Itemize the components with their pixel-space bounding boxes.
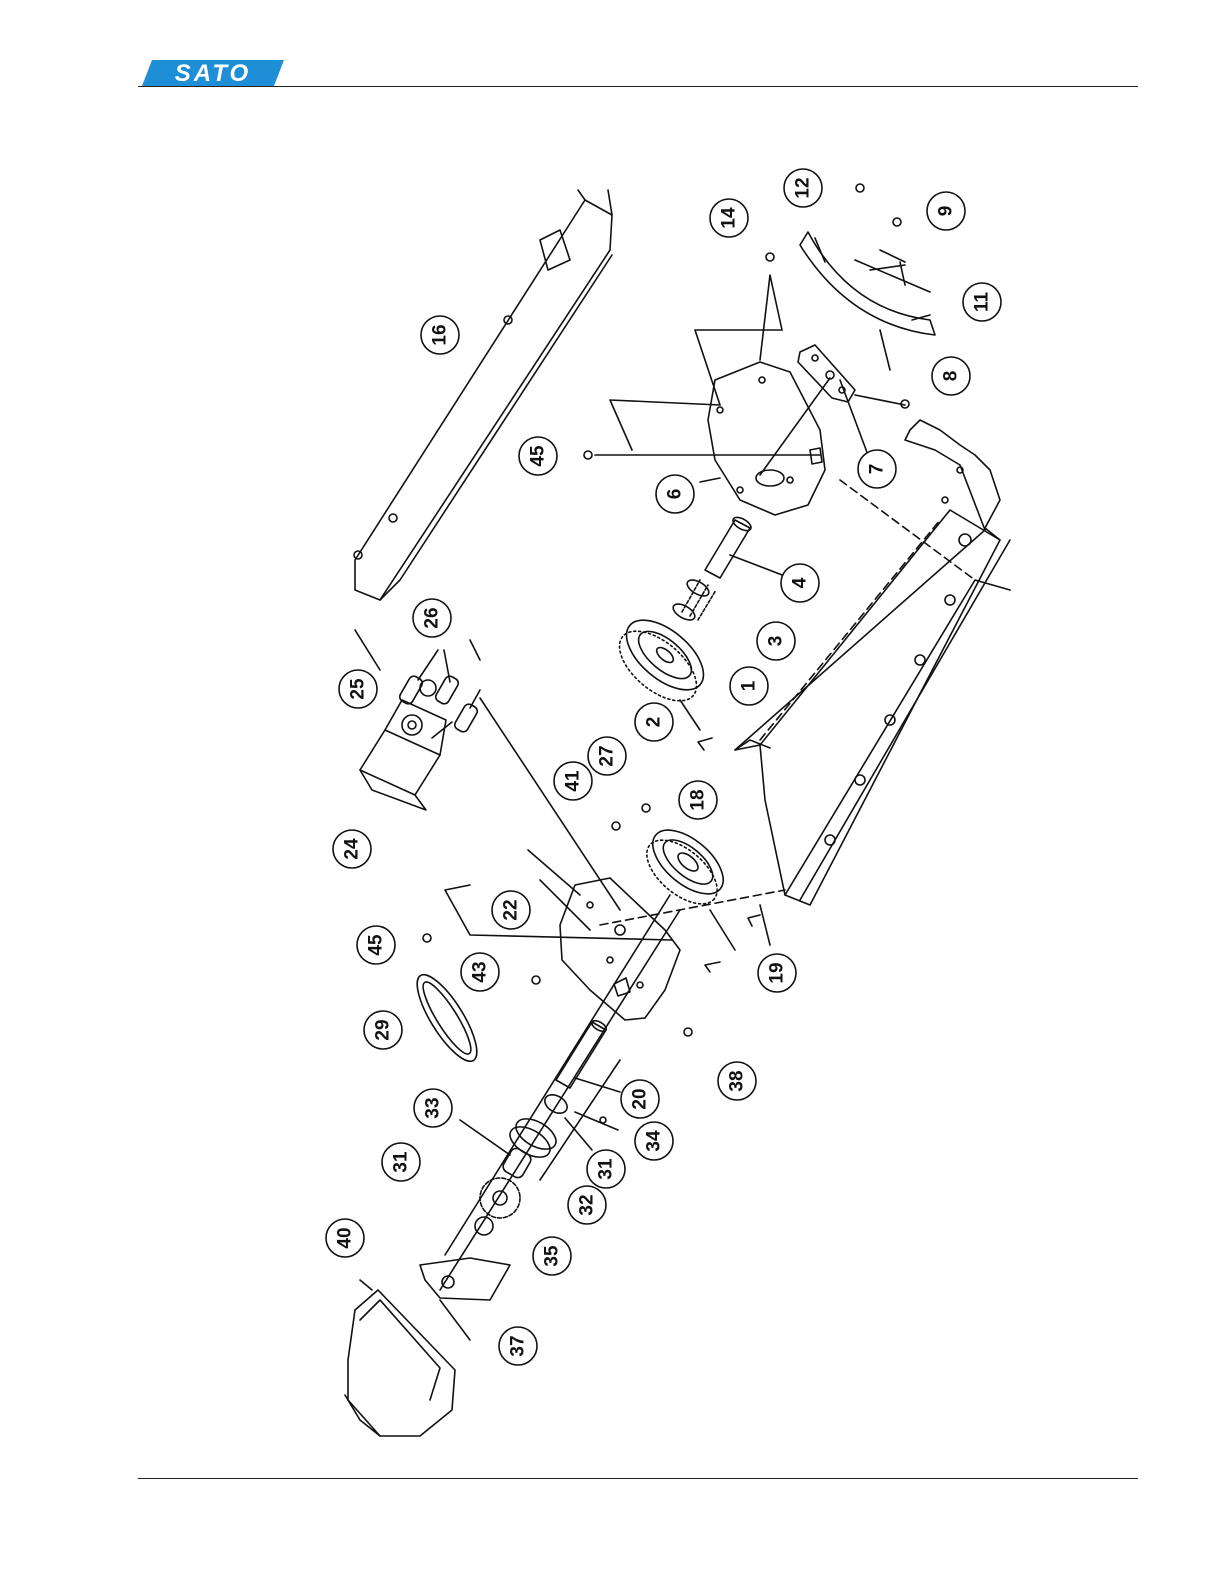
svg-text:3: 3: [766, 636, 787, 647]
main-frame: [735, 420, 1010, 905]
svg-text:12: 12: [793, 177, 814, 198]
svg-text:18: 18: [688, 789, 709, 810]
callout-4: 4: [781, 564, 819, 602]
svg-text:2: 2: [644, 717, 665, 728]
callout-45-left: 45: [357, 926, 395, 964]
part-1-gear: [607, 607, 715, 714]
callout-7: 7: [858, 450, 896, 488]
svg-text:45: 45: [528, 445, 549, 467]
svg-text:27: 27: [597, 745, 618, 766]
svg-text:34: 34: [644, 1130, 665, 1152]
callout-2: 2: [635, 703, 673, 741]
callout-31-upper: 31: [382, 1143, 420, 1181]
callout-32: 32: [568, 1186, 606, 1224]
svg-text:41: 41: [563, 770, 584, 792]
svg-text:37: 37: [508, 1335, 529, 1356]
svg-text:33: 33: [423, 1097, 444, 1118]
svg-text:31: 31: [596, 1158, 617, 1180]
callouts: 1 2 3 4 6 7 8 9 11 12 14 16 18 19 20 22 …: [326, 169, 1001, 1365]
callout-16: 16: [421, 316, 459, 354]
callout-33: 33: [414, 1089, 452, 1127]
part-11-cover-arc: [800, 232, 935, 370]
callout-9: 9: [927, 192, 965, 230]
callout-38: 38: [718, 1062, 756, 1100]
svg-text:22: 22: [501, 899, 522, 920]
svg-text:11: 11: [972, 292, 993, 313]
svg-text:38: 38: [727, 1070, 748, 1091]
svg-text:45: 45: [366, 934, 387, 956]
part-16-bar: [354, 190, 612, 600]
callout-11: 11: [963, 283, 1001, 321]
callout-8: 8: [932, 357, 970, 395]
svg-text:24: 24: [342, 838, 363, 860]
svg-text:9: 9: [936, 206, 957, 217]
svg-text:35: 35: [542, 1245, 563, 1267]
callout-25: 25: [339, 670, 377, 708]
svg-text:32: 32: [577, 1194, 598, 1215]
svg-text:20: 20: [630, 1088, 651, 1109]
part-18-gear: [636, 818, 735, 916]
callout-43: 43: [461, 953, 499, 991]
svg-text:6: 6: [665, 489, 686, 500]
callout-24: 24: [333, 830, 371, 868]
part-40-cover: [345, 1280, 455, 1436]
part-6-plate: [700, 362, 825, 515]
part-3-spring: [671, 577, 716, 623]
part-19-clips: [705, 905, 770, 972]
svg-text:43: 43: [470, 961, 491, 982]
svg-text:25: 25: [348, 678, 369, 700]
callout-20: 20: [621, 1080, 659, 1118]
callout-29: 29: [364, 1011, 402, 1049]
svg-text:8: 8: [941, 371, 962, 382]
callout-26: 26: [413, 599, 451, 637]
callout-41: 41: [554, 762, 592, 800]
callout-18: 18: [679, 781, 717, 819]
callout-31-lower: 31: [587, 1150, 625, 1188]
callout-45-right: 45: [519, 437, 557, 475]
callout-22: 22: [492, 891, 530, 929]
callout-27: 27: [588, 737, 626, 775]
callout-12: 12: [784, 169, 822, 207]
callout-1: 1: [730, 667, 768, 705]
callout-6: 6: [656, 475, 694, 513]
part-24-motor: [360, 700, 452, 810]
part-4-shaft: [705, 515, 790, 578]
part-35-encoder-disc: [475, 1178, 520, 1235]
callout-37: 37: [499, 1327, 537, 1365]
leaders-45-right: [595, 275, 820, 455]
svg-text:4: 4: [790, 577, 811, 588]
footer-rule: [138, 1478, 1138, 1479]
svg-text:26: 26: [422, 607, 443, 628]
svg-text:14: 14: [719, 207, 740, 229]
callout-3: 3: [757, 622, 795, 660]
svg-text:19: 19: [767, 962, 788, 983]
svg-text:40: 40: [335, 1227, 356, 1248]
svg-text:29: 29: [373, 1019, 394, 1040]
svg-text:7: 7: [867, 464, 888, 475]
callout-19: 19: [758, 954, 796, 992]
svg-text:16: 16: [430, 324, 451, 345]
callout-34: 34: [635, 1122, 673, 1160]
callout-35: 35: [533, 1237, 571, 1275]
svg-text:1: 1: [739, 680, 760, 691]
callout-40: 40: [326, 1219, 364, 1257]
callout-14: 14: [710, 199, 748, 237]
svg-text:31: 31: [391, 1151, 412, 1173]
part-2-clip: [680, 700, 712, 750]
part-37-bracket: [420, 1258, 510, 1340]
